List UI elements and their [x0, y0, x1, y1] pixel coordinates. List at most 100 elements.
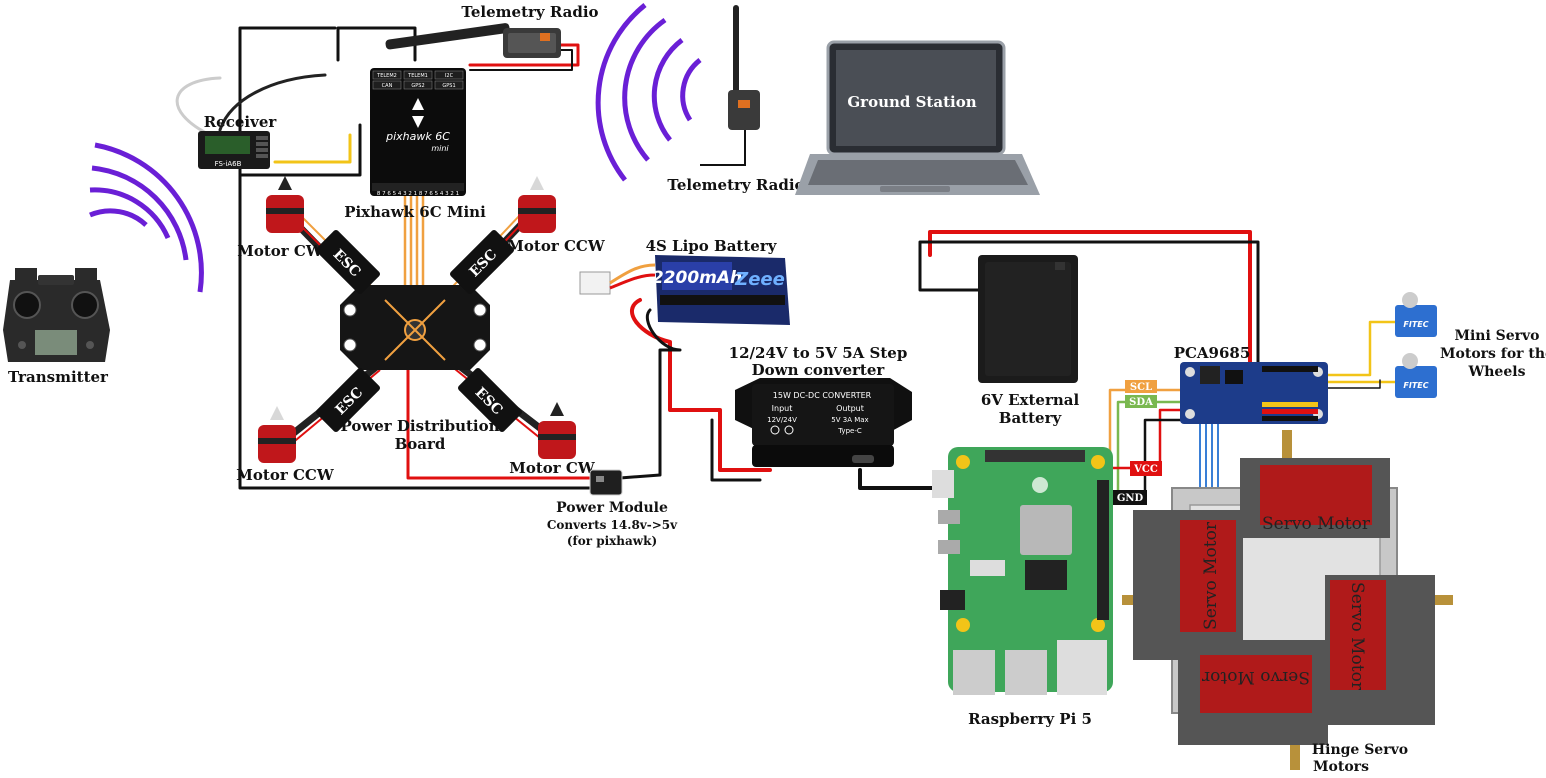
converter-to-pi-wire: [858, 468, 947, 490]
sda-wire: [1116, 400, 1202, 497]
mini-servo-label: Wheels: [1468, 364, 1526, 380]
raspberry-pi-board: [932, 447, 1113, 695]
converter-output: Output: [836, 404, 864, 413]
pixhawk-port-label: CAN: [382, 83, 393, 89]
ground-signal-icon: [595, 3, 702, 182]
motor-icon: [258, 406, 296, 463]
hinge-servo-label: Hinge Servo: [1312, 742, 1408, 758]
esc-module: ESC: [450, 230, 514, 294]
motor-cw-label: Motor CW: [509, 459, 596, 477]
converter-label: Down converter: [752, 361, 886, 379]
hinge-servo-label: Motors: [1313, 759, 1369, 775]
lipo-label: 4S Lipo Battery: [646, 237, 778, 255]
servo-motor-label: Servo Motor: [1262, 514, 1371, 534]
power-module: [589, 469, 623, 496]
battery-black-wire: [918, 240, 1260, 367]
pdb-label: Board: [395, 435, 446, 453]
ground-station-label: Ground Station: [847, 93, 976, 111]
telemetry-radio-top-label: Telemetry Radio: [461, 3, 598, 21]
telemetry-radio-ground: [700, 5, 760, 166]
gnd-label: GND: [1117, 493, 1144, 504]
gnd-wire: [1098, 418, 1202, 497]
pixhawk-port-label: GPS1: [442, 83, 455, 89]
servo-motor-label: Servo Motor: [1347, 582, 1367, 691]
pixhawk-board: TELEM2 TELEM1 I2C CAN GPS2 GPS1 pixhawk …: [370, 68, 466, 197]
power-module-desc: (for pixhawk): [567, 534, 657, 548]
receiver-module: FS-iA6B: [198, 131, 270, 169]
motor-icon: [266, 176, 304, 233]
servo-motor-bottom: Servo Motor: [1178, 640, 1328, 745]
servo-motor-left: Servo Motor: [1133, 510, 1243, 660]
telemetry-radio-ground-label: Telemetry Radio: [667, 176, 804, 194]
telemetry-radio-top: [385, 23, 561, 58]
transmitter: [3, 268, 110, 362]
hinge-servo-assembly: Servo Motor Servo Motor Servo Motor Serv…: [1122, 430, 1453, 770]
pixhawk-arrow-icon: [412, 98, 424, 110]
receiver-model: FS-iA6B: [215, 160, 242, 168]
pdb-label: Power Distribution: [340, 417, 499, 435]
power-module-label: Power Module: [556, 500, 668, 516]
converter-label: 12/24V to 5V 5A Step: [729, 344, 908, 362]
pdb-power-red: [406, 358, 592, 480]
sda-tag: SDA: [1125, 395, 1157, 408]
servo-brand: FITEC: [1403, 381, 1428, 390]
servo-brand: FITEC: [1403, 320, 1428, 329]
servo-motor-top: Servo Motor: [1240, 458, 1390, 538]
lipo-battery: 2200mAh Zeee: [579, 255, 790, 325]
pixhawk-port-label: I2C: [445, 73, 454, 79]
motor-icon: [518, 176, 556, 233]
motor-ccw-label: Motor CCW: [507, 237, 606, 255]
lipo-black-wire: [618, 308, 682, 480]
transmitter-signal-icon: [89, 142, 204, 293]
converter-typec: Type-C: [837, 427, 862, 435]
servo-motor-label: Servo Motor: [1201, 521, 1221, 630]
pixhawk-arrow-icon: [412, 116, 424, 128]
pixhawk-port-row: TELEM2 TELEM1 I2C CAN GPS2 GPS1: [372, 70, 464, 90]
vcc-label: VCC: [1133, 464, 1158, 475]
mini-servo-icon: FITEC: [1395, 292, 1437, 337]
converter-title: 15W DC-DC CONVERTER: [773, 391, 872, 400]
motor-icon: [538, 402, 576, 459]
scl-tag: SCL: [1125, 380, 1157, 393]
external-battery: [978, 255, 1078, 383]
lipo-red-wire: [630, 298, 772, 472]
servo-motor-right: Servo Motor: [1325, 575, 1435, 725]
telemetry-wire-red: [468, 43, 580, 67]
lipo-brand: 2200mAh: [652, 268, 742, 288]
converter-black-wire: [710, 418, 762, 482]
converter-input: Input: [772, 404, 793, 413]
motor-cw-label: Motor CW: [237, 242, 324, 260]
receiver-antenna-black: [218, 73, 327, 132]
mini-servo-label: Motors for the: [1440, 346, 1546, 362]
lipo-brand2: Zeee: [734, 269, 785, 290]
receiver-antenna-white: [175, 76, 222, 137]
ext-battery-label: 6V External: [981, 391, 1080, 409]
pixhawk-label: Pixhawk 6C Mini: [344, 203, 486, 221]
dc-dc-converter: 15W DC-DC CONVERTER Input Output 12V/24V…: [735, 378, 912, 467]
esc-module: ESC: [458, 368, 522, 432]
laptop-icon: [795, 40, 1040, 195]
pixhawk-receiver-wire: [238, 123, 362, 177]
raspberry-pi-label: Raspberry Pi 5: [968, 710, 1092, 728]
scl-label: SCL: [1130, 382, 1152, 393]
gnd-tag: GND: [1113, 490, 1147, 505]
pixhawk-port-label: TELEM1: [407, 73, 428, 79]
receiver-signal-wire: [273, 133, 352, 164]
pixhawk-sub: mini: [431, 144, 449, 153]
servo-motor-label: Servo Motor: [1201, 667, 1310, 687]
pixhawk-brand: pixhawk 6C: [385, 130, 450, 143]
converter-input-voltage: 12V/24V: [767, 416, 797, 424]
transmitter-label: Transmitter: [8, 368, 109, 386]
vcc-tag: VCC: [1130, 461, 1162, 476]
ext-battery-label: Battery: [999, 409, 1063, 427]
sda-label: SDA: [1129, 397, 1153, 408]
pixhawk-pin-numbers: 8 7 6 5 4 3 2 1 8 7 6 5 4 3 2 1: [377, 191, 459, 197]
receiver-label: Receiver: [204, 113, 278, 131]
telemetry-wire-black: [469, 49, 573, 71]
pca-pin-row: [1262, 366, 1318, 421]
pca9685-board: [1180, 362, 1328, 424]
converter-output-voltage: 5V 3A Max: [831, 416, 868, 424]
mini-servo-icon: FITEC: [1395, 353, 1437, 398]
pixhawk-port-label: GPS2: [411, 83, 424, 89]
